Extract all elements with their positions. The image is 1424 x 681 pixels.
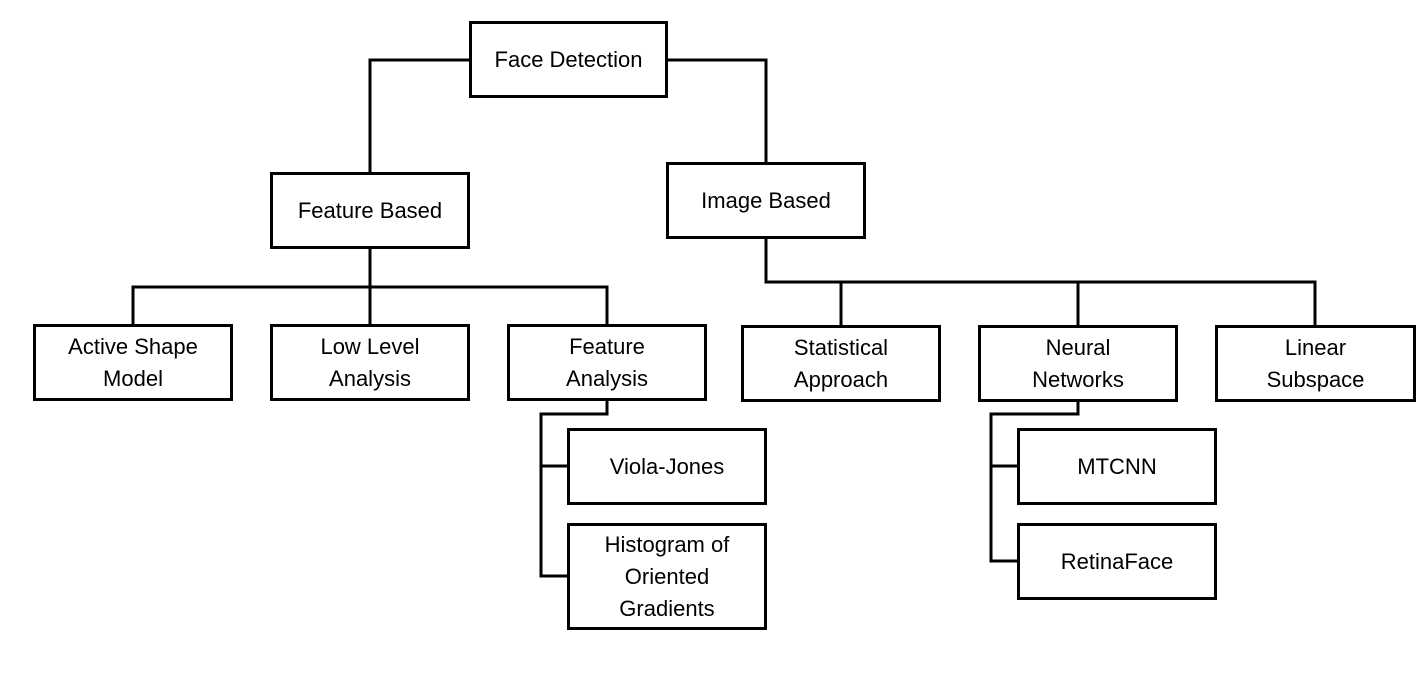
node-low-level-analysis: Low Level Analysis xyxy=(270,324,470,401)
node-image-based: Image Based xyxy=(666,162,866,239)
edge-feature-analysis-bracket xyxy=(539,399,609,578)
node-retinaface: RetinaFace xyxy=(1017,523,1217,600)
node-neural-networks: Neural Networks xyxy=(978,325,1178,402)
edge-root-feature-based xyxy=(368,58,471,174)
node-statistical-approach: Statistical Approach xyxy=(741,325,941,402)
edge-neural-networks-bracket xyxy=(989,400,1080,563)
node-viola-jones: Viola-Jones xyxy=(567,428,767,505)
node-active-shape-model: Active Shape Model xyxy=(33,324,233,401)
node-mtcnn: MTCNN xyxy=(1017,428,1217,505)
node-histogram-of-oriented-gradients: Histogram of Oriented Gradients xyxy=(567,523,767,630)
node-feature-analysis: Feature Analysis xyxy=(507,324,707,401)
node-face-detection: Face Detection xyxy=(469,21,668,98)
node-feature-based: Feature Based xyxy=(270,172,470,249)
node-linear-subspace: Linear Subspace xyxy=(1215,325,1416,402)
edge-root-image-based xyxy=(666,58,768,164)
